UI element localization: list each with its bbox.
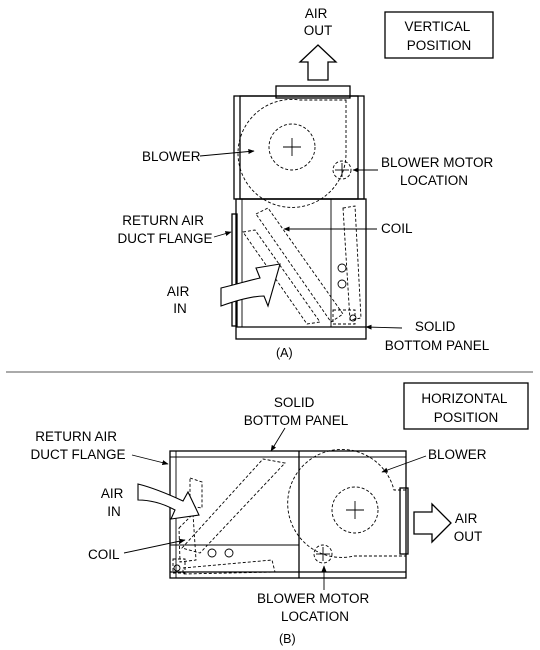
- a-coil: [242, 205, 362, 325]
- b-air-in-label: AIR IN: [101, 486, 127, 519]
- b-air-out-label: AIR OUT: [454, 511, 483, 544]
- b-air-in-arrow: [137, 483, 200, 520]
- a-air-out-label: AIR OUT: [304, 6, 333, 38]
- b-blower-leader: [381, 455, 427, 473]
- a-air-in-label: AIR IN: [167, 284, 193, 316]
- a-air-in-arrow: [220, 263, 281, 308]
- b-flange-leader: [131, 454, 169, 466]
- b-blower-motor: [313, 544, 333, 564]
- a-duct-flange: [231, 213, 238, 327]
- a-blower-label: BLOWER: [142, 149, 201, 164]
- a-return-flange-label: RETURN AIR DUCT FLANGE: [117, 213, 212, 246]
- a-air-out-arrow: [298, 44, 338, 81]
- b-bottom-panel-label: SOLID BOTTOM PANEL: [244, 395, 349, 428]
- b-coil-leader: [123, 538, 186, 554]
- b-position-box: [403, 382, 529, 430]
- vertical-position-diagram: AIR OUT VERTICAL POSITION: [117, 6, 497, 360]
- b-blower: [287, 448, 407, 558]
- b-position-label: HORIZONTAL POSITION: [421, 391, 510, 425]
- horizontal-position-diagram: HORIZONTAL POSITION SOLID BOTTOM PANEL R…: [30, 382, 529, 646]
- b-air-out-arrow: [413, 502, 452, 544]
- b-outlet-flange: [399, 487, 409, 555]
- a-blower-motor-label: BLOWER MOTOR LOCATION: [381, 155, 497, 188]
- b-unit-cabinet: [169, 450, 407, 579]
- b-caption: (B): [279, 632, 296, 646]
- b-blower-motor-label: BLOWER MOTOR LOCATION: [257, 591, 373, 624]
- a-panel-leader: [365, 324, 403, 330]
- b-blower-label: BLOWER: [428, 447, 487, 462]
- a-unit-cabinet: [231, 85, 367, 340]
- a-coil-label: COIL: [381, 221, 413, 236]
- a-blower-leader: [199, 149, 255, 157]
- a-blower: [237, 98, 347, 208]
- a-flange-leader: [213, 231, 232, 238]
- a-position-label: VERTICAL POSITION: [404, 19, 473, 53]
- a-bottom-panel-label: SOLID BOTTOM PANEL: [385, 319, 490, 353]
- b-panel-leader: [270, 427, 286, 452]
- b-return-flange-label: RETURN AIR DUCT FLANGE: [30, 429, 125, 462]
- a-blower-motor: [332, 160, 352, 180]
- b-coil-label: COIL: [88, 547, 120, 562]
- a-caption: (A): [276, 346, 293, 360]
- a-position-box: [384, 11, 494, 59]
